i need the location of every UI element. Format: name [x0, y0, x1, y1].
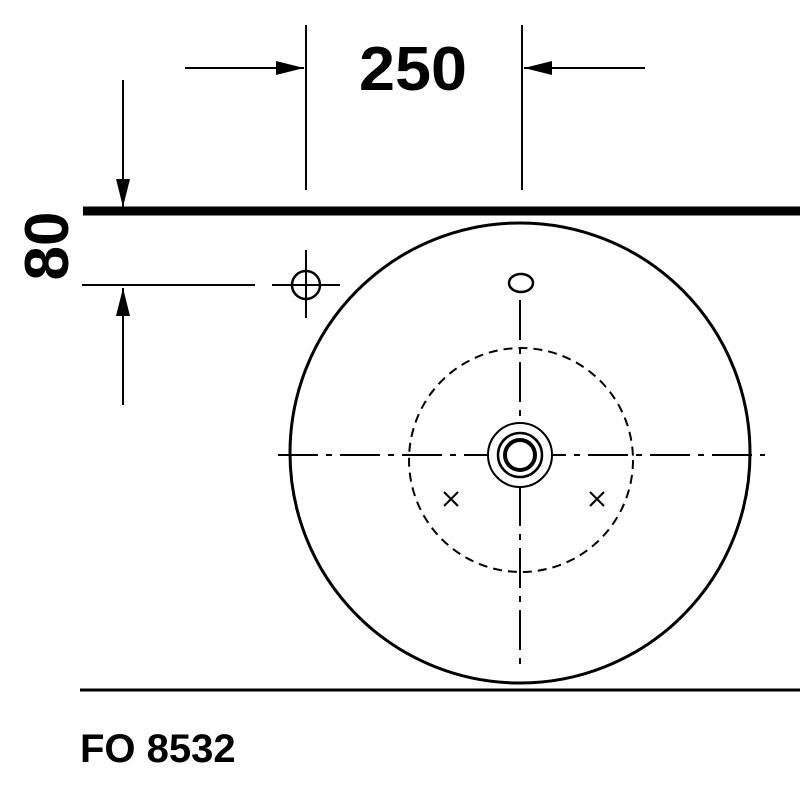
width-dimension-label: 250 — [359, 35, 467, 104]
basin-outline — [288, 221, 752, 685]
height-dimension-label: 80 — [13, 212, 82, 281]
mounting-mark-right — [589, 491, 605, 507]
overflow-hole — [507, 272, 535, 294]
drain-icon — [487, 422, 553, 488]
tap-hole-crosshair-icon — [272, 250, 340, 318]
mounting-mark-left — [443, 491, 459, 507]
model-label: FO 8532 — [80, 727, 236, 771]
